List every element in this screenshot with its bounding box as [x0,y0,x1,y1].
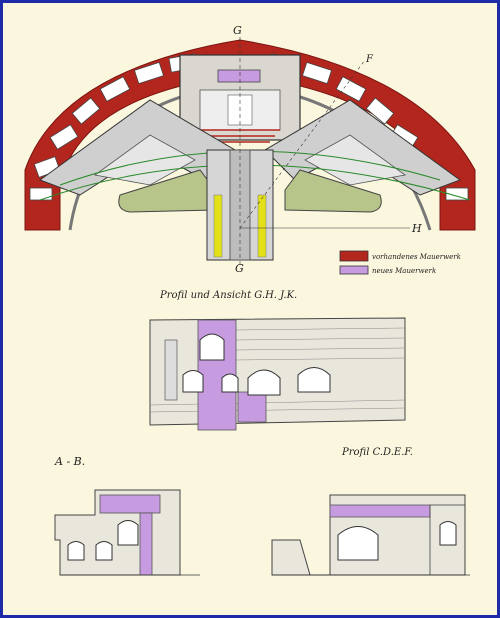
legend-swatch-existing [339,250,369,262]
yellow-strip-right [257,194,267,258]
legend: vorhandenes Mauerwerk neues Mauerwerk [339,250,461,275]
earth-ramp-right [284,169,382,213]
legend-text-new: neues Mauerwerk [372,267,436,275]
section-elevation-main [149,317,406,431]
label-top: G [233,24,242,37]
section-cdef-title: Profil C.D.E.F. [341,447,413,458]
section-ab [54,489,200,576]
plan-view: G F H G [24,24,476,275]
legend-swatch-new [339,265,369,275]
section-cdef [271,494,470,576]
label-right: H [411,222,422,235]
cdef-new-masonry [329,504,431,518]
ab-new-masonry [99,494,161,514]
tower-roof-new-masonry [217,69,261,83]
yellow-strip-left [213,194,223,258]
legend-text-existing: vorhandenes Mauerwerk [372,253,461,261]
section-main-title: Profil und Ansicht G.H. J.K. [159,290,297,301]
label-top-right: F [365,54,374,65]
label-bottom: G [235,262,244,275]
section-ab-title: A - B. [54,455,85,468]
